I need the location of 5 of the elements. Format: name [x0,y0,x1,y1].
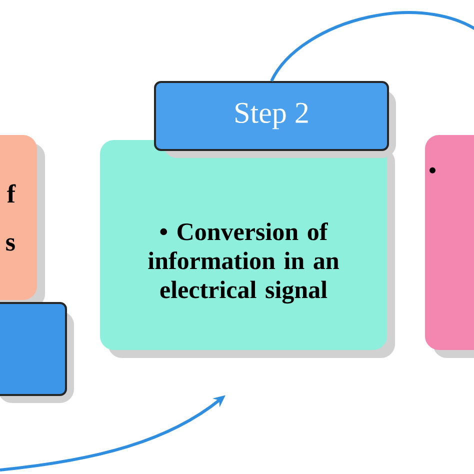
process-box: • [425,135,474,358]
step-tab [0,302,74,403]
step-tab: Step 2 [154,81,396,158]
process-box: • Conversion of information in an electrical signal [100,140,395,358]
process-box: f s [0,135,45,308]
